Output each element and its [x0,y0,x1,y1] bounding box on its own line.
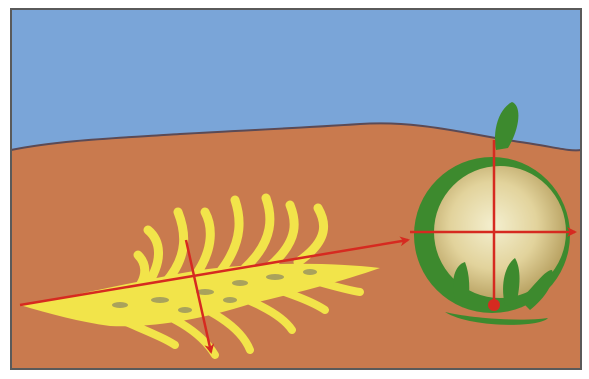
tuber-base-point [488,299,500,311]
